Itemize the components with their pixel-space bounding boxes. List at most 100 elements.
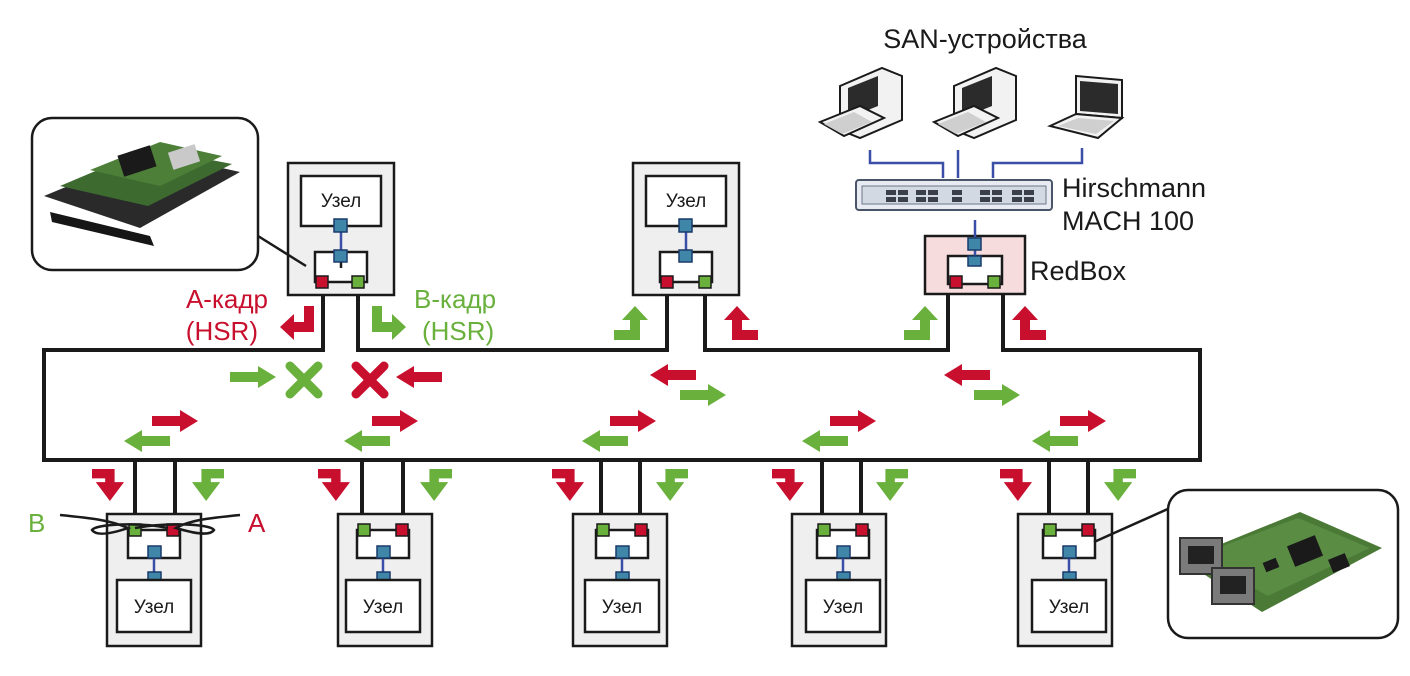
node-inner xyxy=(1030,578,1108,634)
a-frame-arrow xyxy=(152,410,198,432)
san-devices-title: SAN-устройства xyxy=(883,24,1088,54)
a-frame-arrow xyxy=(1060,410,1106,432)
port-a xyxy=(1081,523,1095,537)
bottom-node-3: Узел xyxy=(571,512,669,648)
b-frame-arrow xyxy=(344,430,390,452)
node-label: Узел xyxy=(666,191,707,212)
node-inner xyxy=(804,578,882,634)
port-b xyxy=(698,275,712,289)
hirschmann-line1: Hirschmann xyxy=(1062,173,1206,203)
top-node-2: Узел xyxy=(631,161,741,297)
port-b xyxy=(357,523,371,537)
a-frame-arrow xyxy=(318,469,350,501)
a-frame-arrow xyxy=(944,364,990,386)
ring-inner-top-1 xyxy=(356,288,669,352)
b-frame-arrow xyxy=(876,469,908,501)
top-node-1: Узел xyxy=(286,161,396,297)
port-a-label: A xyxy=(248,508,266,538)
hirschmann-switch: Hirschmann MACH 100 xyxy=(855,148,1206,236)
port-b xyxy=(596,523,610,537)
node-inner xyxy=(583,578,661,634)
laptop-icon xyxy=(1047,74,1125,140)
photo-right-callout xyxy=(1093,488,1400,640)
a-frame-arrow xyxy=(650,364,696,386)
port-b xyxy=(1043,523,1057,537)
node-port xyxy=(333,218,348,233)
b-frame-label-2: (HSR) xyxy=(422,316,494,346)
node-label: Узел xyxy=(321,191,362,212)
port-a xyxy=(315,275,329,289)
port-a xyxy=(166,523,180,537)
a-frame-arrow xyxy=(372,410,418,432)
b-frame-arrow xyxy=(802,430,848,452)
node-port xyxy=(678,218,693,233)
redbox-node: RedBox xyxy=(923,220,1127,296)
a-frame-arrow xyxy=(772,469,804,501)
port-b xyxy=(987,275,1001,289)
switch-port xyxy=(678,249,693,263)
photo-left-callout xyxy=(30,116,307,272)
node-label: Узел xyxy=(1049,597,1090,618)
b-frame-arrow xyxy=(230,366,276,388)
b-frame-arrow xyxy=(1104,469,1136,501)
port-b xyxy=(351,275,365,289)
port-a xyxy=(855,523,869,537)
x-mark-icon xyxy=(351,361,389,399)
switch-port xyxy=(333,249,348,263)
b-frame-arrow xyxy=(124,430,170,452)
port-a xyxy=(660,275,674,289)
ring-outer-top xyxy=(42,288,1202,462)
node-label: Узел xyxy=(134,597,175,618)
x-mark-icon xyxy=(285,361,323,399)
a-frame-arrow xyxy=(280,306,314,340)
a-frame-arrow xyxy=(610,410,656,432)
b-frame-label-1: B-кадр xyxy=(414,284,496,314)
redbox-port xyxy=(967,237,982,251)
port-b xyxy=(128,523,142,537)
bottom-node-1: Узел xyxy=(105,512,203,648)
bottom-node-4: Узел xyxy=(790,512,888,648)
bottom-drops xyxy=(360,460,1090,522)
node-label: Узел xyxy=(823,597,864,618)
node-label: Узел xyxy=(363,597,404,618)
port-b-label: B xyxy=(28,508,45,538)
b-frame-arrow xyxy=(656,469,688,501)
a-frame-arrow xyxy=(1000,469,1032,501)
bottom-node-2: Узел xyxy=(336,512,434,648)
port-callouts: B A xyxy=(28,508,266,538)
desktop-computer-icon xyxy=(931,66,1017,140)
a-frame-arrow xyxy=(724,306,758,340)
node-label: Узел xyxy=(602,597,643,618)
a-frame-arrow xyxy=(396,366,442,388)
desktop-computer-icon xyxy=(817,66,903,140)
node-inner xyxy=(344,578,422,634)
a-frame-arrow xyxy=(552,469,584,501)
hirschmann-line2: MACH 100 xyxy=(1062,206,1194,236)
port-a xyxy=(634,523,648,537)
frame-arrows xyxy=(92,306,1136,501)
b-frame-arrow xyxy=(1032,430,1078,452)
b-frame-arrow xyxy=(420,469,452,501)
port-a xyxy=(949,275,963,289)
a-frame-arrow xyxy=(830,410,876,432)
a-frame-label-1: A-кадр xyxy=(186,284,268,314)
b-frame-arrow xyxy=(192,469,224,501)
callout-a-line xyxy=(134,513,241,535)
b-frame-arrow xyxy=(680,384,726,406)
port-b xyxy=(817,523,831,537)
ring-inner-top-2 xyxy=(703,288,950,352)
b-frame-arrow xyxy=(582,430,628,452)
a-frame-arrow xyxy=(92,469,124,501)
a-frame-arrow xyxy=(1012,306,1046,340)
hsr-ring xyxy=(42,288,1202,522)
callout-b-line xyxy=(59,513,169,535)
b-frame-arrow xyxy=(974,384,1020,406)
redbox-label: RedBox xyxy=(1030,256,1127,286)
a-frame-label-2: (HSR) xyxy=(186,316,258,346)
b-frame-arrow xyxy=(372,306,406,340)
node-inner xyxy=(115,578,193,634)
b-frame-arrow xyxy=(614,306,648,340)
switch-port xyxy=(967,255,982,267)
port-a xyxy=(395,523,409,537)
